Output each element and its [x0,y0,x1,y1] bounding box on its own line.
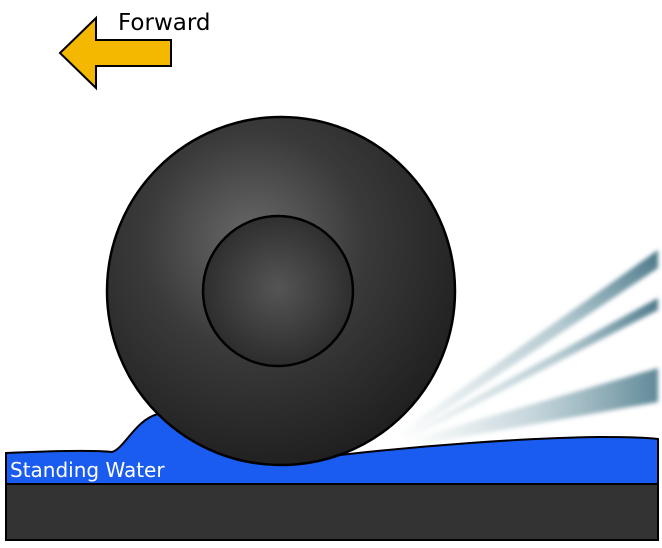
standing-water-label: Standing Water [10,458,165,482]
road-surface [5,483,659,541]
forward-label: Forward [118,10,211,36]
forward-arrow-icon [58,15,172,91]
spray-jet-lower [408,368,658,446]
spray-jet-middle [404,298,658,440]
water-spray [400,250,658,446]
tire-hub [201,214,355,368]
spray-jet-upper [400,250,658,438]
tire [105,115,457,467]
